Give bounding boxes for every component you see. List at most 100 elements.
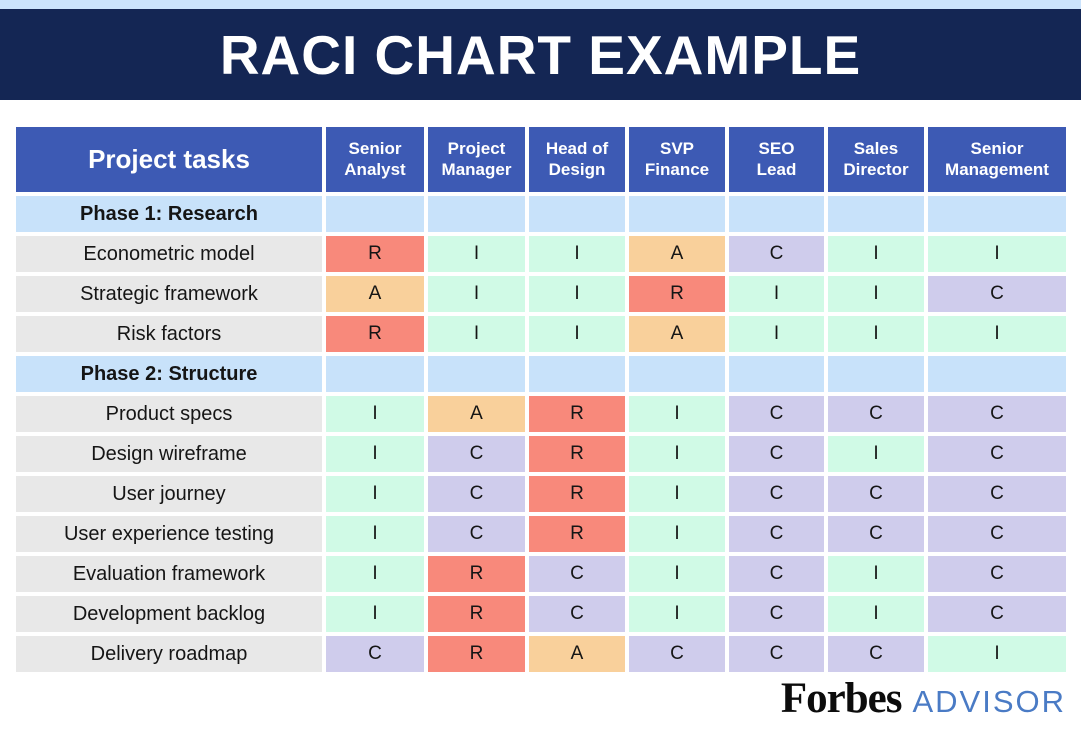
raci-cell-c: C <box>729 556 824 592</box>
phase-row-cell <box>928 196 1066 232</box>
phase-row-cell <box>529 356 625 392</box>
raci-cell-r: R <box>629 276 725 312</box>
phase-row-cell <box>326 356 424 392</box>
phase-row-label: Phase 1: Research <box>16 196 322 232</box>
raci-cell-a: A <box>629 236 725 272</box>
raci-cell-i: I <box>326 436 424 472</box>
raci-cell-i: I <box>529 276 625 312</box>
raci-cell-i: I <box>629 476 725 512</box>
task-label-cell: Risk factors <box>16 316 322 352</box>
raci-cell-a: A <box>629 316 725 352</box>
raci-cell-r: R <box>529 476 625 512</box>
task-label-cell: Econometric model <box>16 236 322 272</box>
phase-row-cell <box>629 196 725 232</box>
task-label-cell: Delivery roadmap <box>16 636 322 672</box>
raci-cell-i: I <box>428 236 525 272</box>
raci-cell-c: C <box>928 436 1066 472</box>
task-label-cell: Product specs <box>16 396 322 432</box>
page-title: RACI CHART EXAMPLE <box>219 23 862 86</box>
raci-cell-c: C <box>729 236 824 272</box>
top-accent-strip <box>0 0 1081 9</box>
raci-cell-r: R <box>326 316 424 352</box>
phase-row-cell <box>428 356 525 392</box>
raci-cell-r: R <box>428 596 525 632</box>
raci-cell-i: I <box>828 556 924 592</box>
raci-cell-a: A <box>529 636 625 672</box>
raci-cell-r: R <box>529 396 625 432</box>
raci-cell-i: I <box>629 396 725 432</box>
role-header-cell-3: Head of Design <box>529 127 625 192</box>
raci-cell-i: I <box>428 316 525 352</box>
raci-cell-c: C <box>928 396 1066 432</box>
raci-cell-i: I <box>629 436 725 472</box>
raci-cell-c: C <box>629 636 725 672</box>
raci-cell-c: C <box>428 476 525 512</box>
advisor-wordmark: ADVISOR <box>912 684 1066 719</box>
phase-row-cell <box>529 196 625 232</box>
raci-cell-i: I <box>326 556 424 592</box>
raci-cell-i: I <box>928 316 1066 352</box>
raci-cell-a: A <box>326 276 424 312</box>
raci-cell-i: I <box>326 476 424 512</box>
phase-row-cell <box>828 196 924 232</box>
raci-cell-i: I <box>629 596 725 632</box>
phase-row-cell <box>928 356 1066 392</box>
raci-cell-i: I <box>729 276 824 312</box>
phase-row-cell <box>326 196 424 232</box>
role-header-cell-5: SEO Lead <box>729 127 824 192</box>
raci-cell-i: I <box>828 236 924 272</box>
phase-row-cell <box>629 356 725 392</box>
raci-cell-i: I <box>529 316 625 352</box>
raci-cell-i: I <box>629 556 725 592</box>
raci-cell-i: I <box>928 636 1066 672</box>
raci-cell-i: I <box>326 396 424 432</box>
task-label-cell: Strategic framework <box>16 276 322 312</box>
role-header-cell-2: Project Manager <box>428 127 525 192</box>
raci-cell-c: C <box>828 516 924 552</box>
raci-cell-i: I <box>828 316 924 352</box>
raci-cell-c: C <box>928 516 1066 552</box>
role-header-cell-6: Sales Director <box>828 127 924 192</box>
role-header-cell-1: Senior Analyst <box>326 127 424 192</box>
project-tasks-header: Project tasks <box>16 127 322 192</box>
raci-cell-i: I <box>828 596 924 632</box>
raci-cell-c: C <box>428 516 525 552</box>
raci-cell-i: I <box>326 596 424 632</box>
raci-cell-c: C <box>828 636 924 672</box>
raci-cell-a: A <box>428 396 525 432</box>
brand-logo: Forbes ADVISOR <box>781 674 1066 723</box>
raci-cell-c: C <box>928 276 1066 312</box>
raci-cell-i: I <box>529 236 625 272</box>
raci-cell-r: R <box>326 236 424 272</box>
raci-cell-i: I <box>729 316 824 352</box>
raci-cell-r: R <box>529 516 625 552</box>
raci-cell-r: R <box>428 556 525 592</box>
phase-row-cell <box>729 196 824 232</box>
raci-cell-c: C <box>729 636 824 672</box>
raci-cell-c: C <box>928 476 1066 512</box>
role-header-cell-4: SVP Finance <box>629 127 725 192</box>
raci-cell-i: I <box>828 436 924 472</box>
forbes-wordmark: Forbes <box>780 675 903 722</box>
raci-cell-c: C <box>529 556 625 592</box>
raci-cell-c: C <box>729 476 824 512</box>
task-label-cell: User experience testing <box>16 516 322 552</box>
raci-cell-i: I <box>326 516 424 552</box>
raci-cell-c: C <box>326 636 424 672</box>
phase-row-cell <box>729 356 824 392</box>
raci-cell-c: C <box>729 436 824 472</box>
raci-cell-i: I <box>629 516 725 552</box>
task-label-cell: Development backlog <box>16 596 322 632</box>
task-label-cell: Design wireframe <box>16 436 322 472</box>
raci-cell-r: R <box>428 636 525 672</box>
phase-row-cell <box>828 356 924 392</box>
raci-cell-r: R <box>529 436 625 472</box>
raci-cell-i: I <box>428 276 525 312</box>
task-label-cell: User journey <box>16 476 322 512</box>
task-label-cell: Evaluation framework <box>16 556 322 592</box>
phase-row-label: Phase 2: Structure <box>16 356 322 392</box>
raci-cell-c: C <box>828 476 924 512</box>
title-banner: RACI CHART EXAMPLE <box>0 9 1081 100</box>
raci-cell-i: I <box>928 236 1066 272</box>
